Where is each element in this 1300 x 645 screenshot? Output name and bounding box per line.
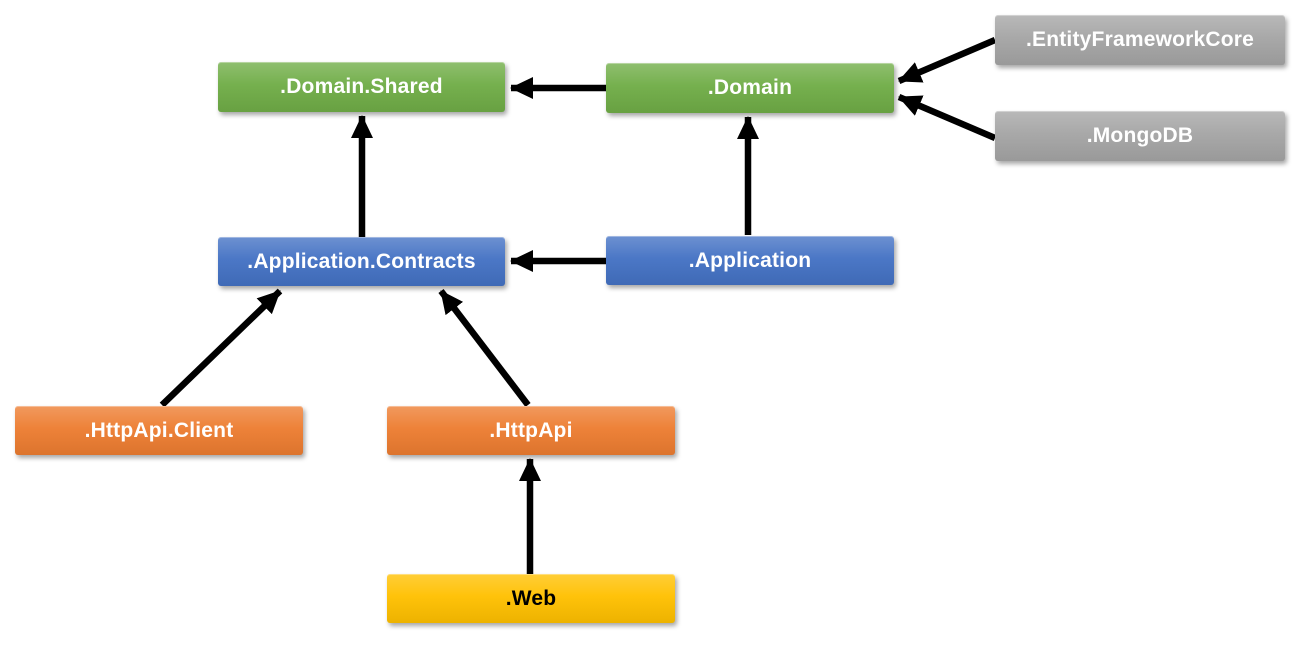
node-httpapi: .HttpApi	[387, 406, 675, 455]
edge-httpapi-to-application-contracts	[438, 289, 531, 407]
node-application-contracts: .Application.Contracts	[218, 237, 505, 286]
node-httpapi-client: .HttpApi.Client	[15, 406, 303, 455]
edge-mongodb-to-domain	[897, 94, 997, 141]
node-entityframeworkcore: .EntityFrameworkCore	[995, 15, 1285, 65]
edge-httpapi-client-to-application-contracts	[159, 288, 283, 408]
node-web: .Web	[387, 574, 675, 623]
node-application: .Application	[606, 236, 894, 285]
node-domain-shared: .Domain.Shared	[218, 62, 505, 112]
edge-entityframeworkcore-to-domain	[897, 37, 997, 84]
node-mongodb: .MongoDB	[995, 111, 1285, 161]
node-domain: .Domain	[606, 63, 894, 113]
